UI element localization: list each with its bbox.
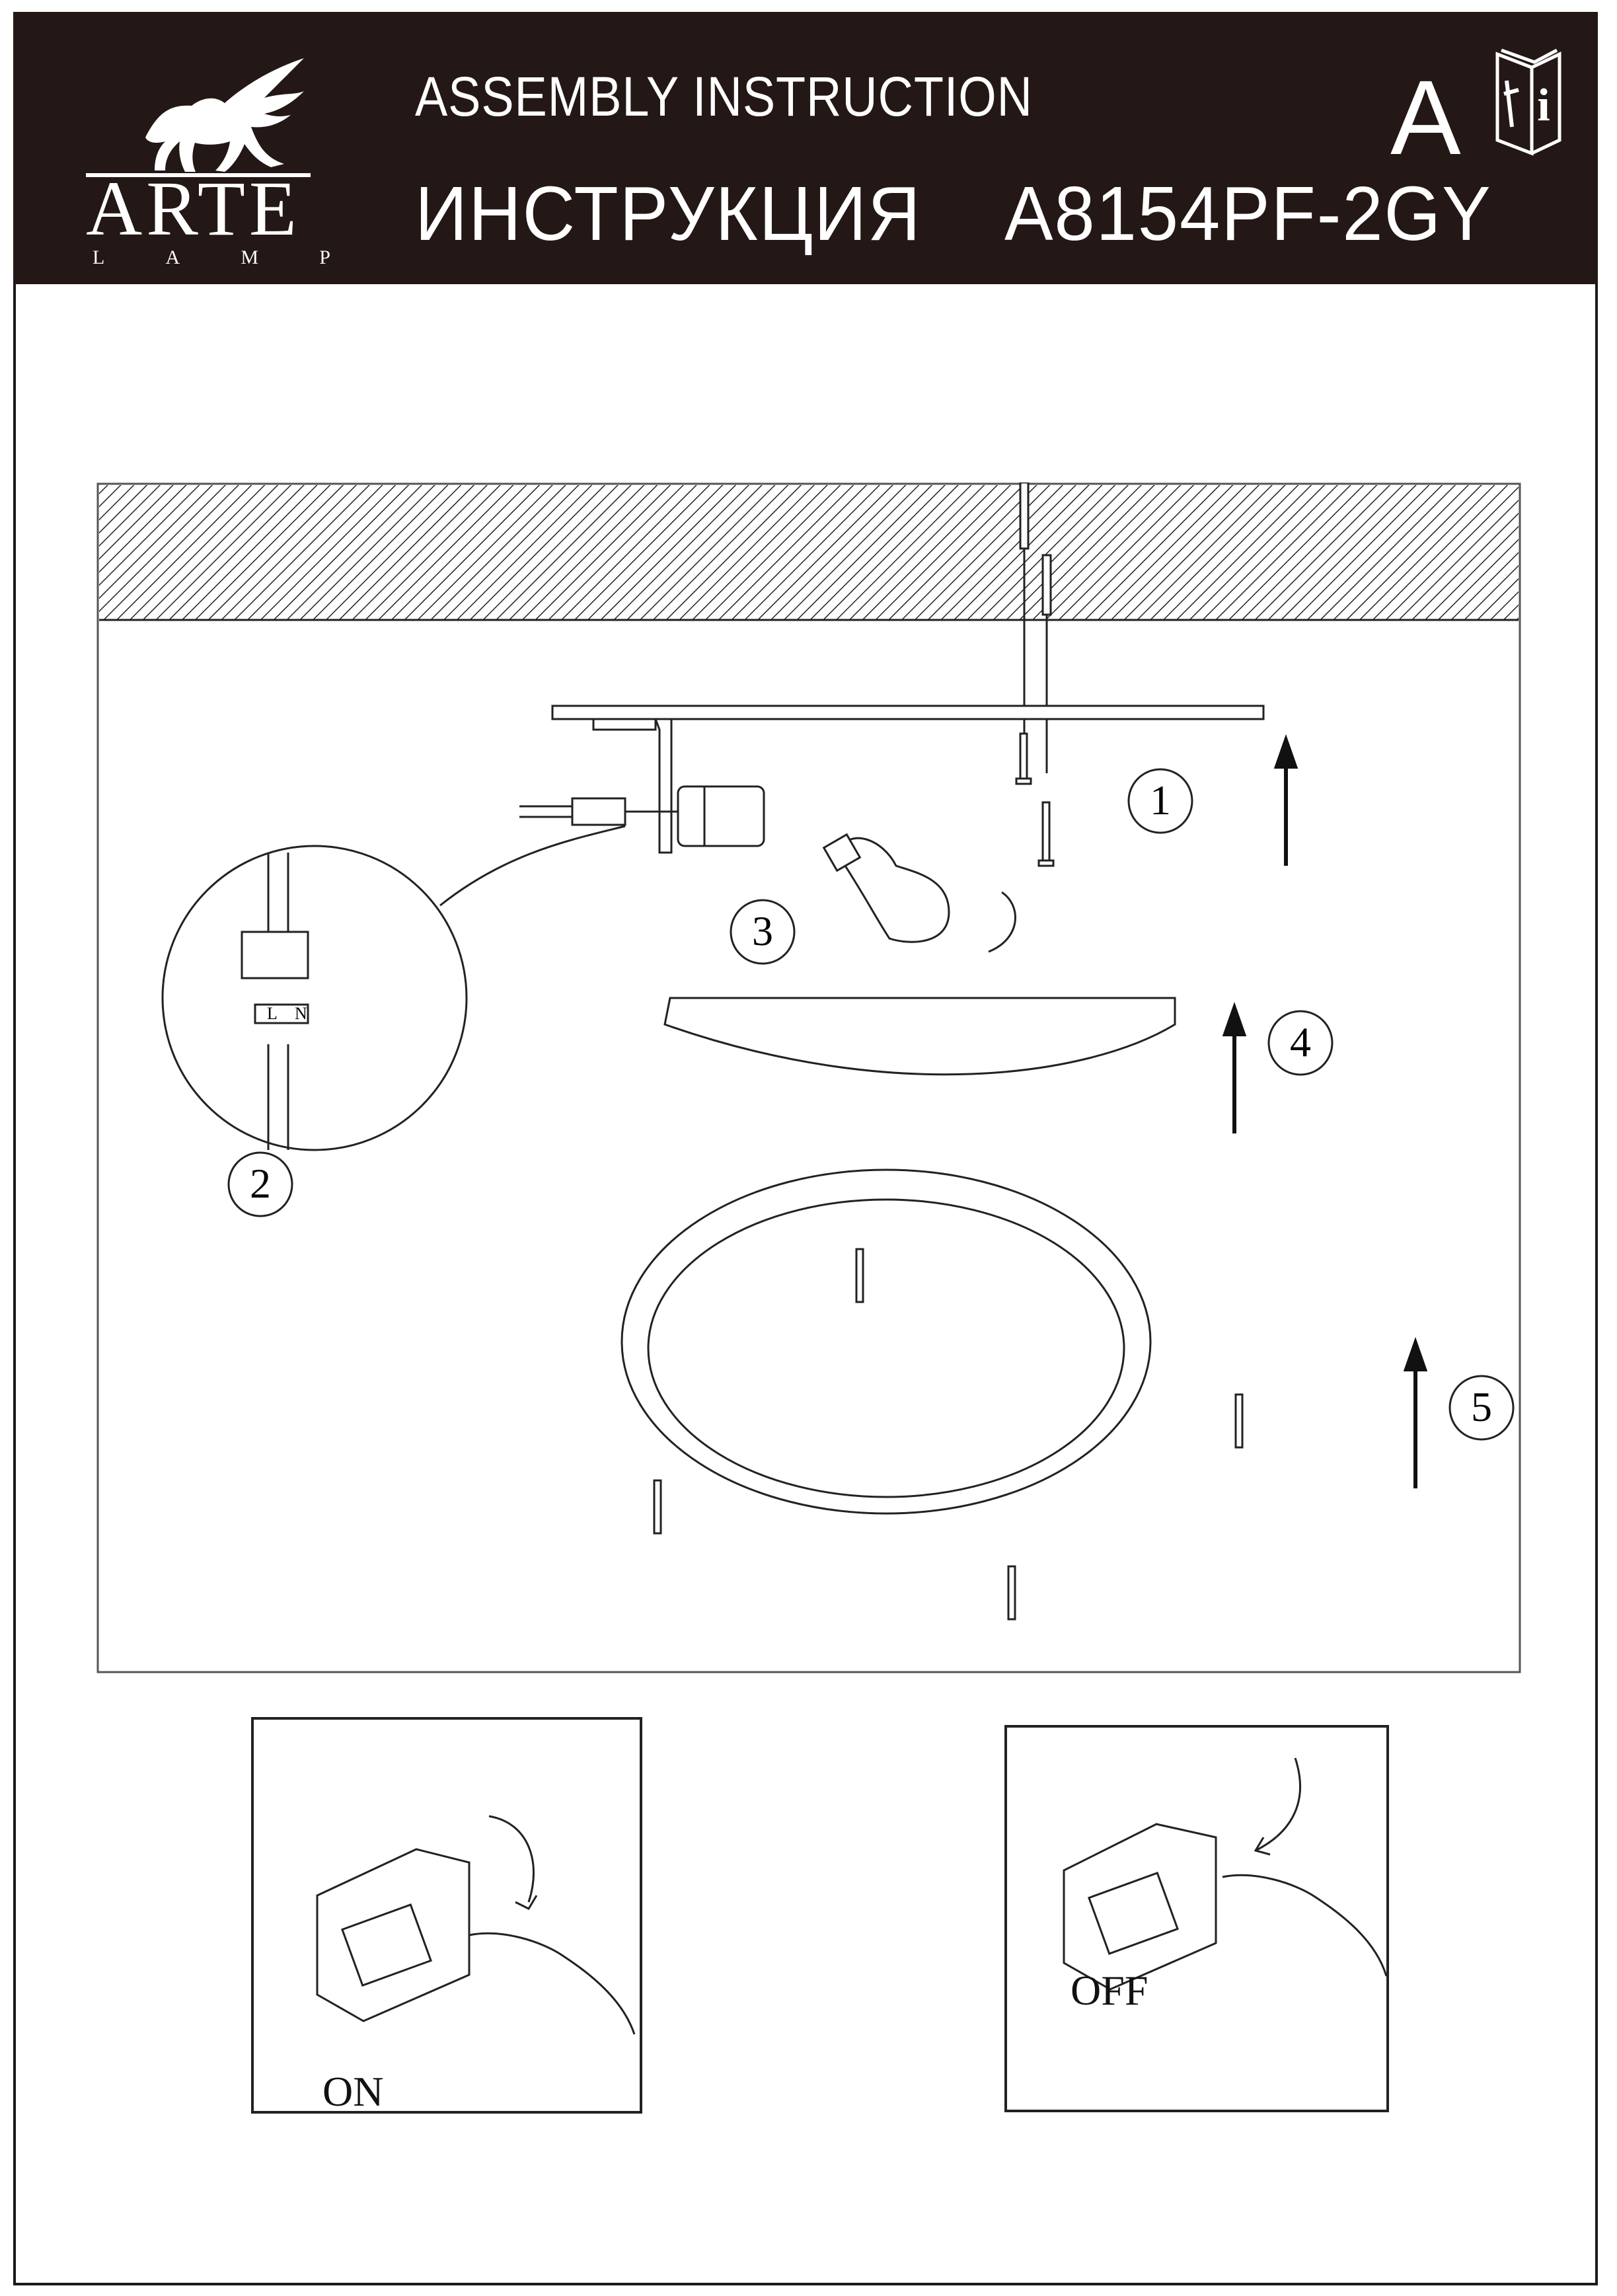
title-russian: ИНСТРУКЦИЯ (415, 171, 922, 256)
step-2: 2 (250, 1160, 271, 1207)
step-4: 4 (1290, 1018, 1311, 1065)
brand-sub-letter: M (241, 247, 259, 268)
brand-name: ARTE (86, 165, 301, 252)
step-1: 1 (1150, 777, 1171, 823)
terminal-mark-l: L (267, 1004, 278, 1023)
switch-off-panel (1004, 1725, 1389, 2112)
brand-sub-letter: P (319, 247, 330, 268)
shade-screws (653, 1248, 1244, 1621)
terminal-block (519, 797, 678, 826)
on-label: ON (322, 2068, 384, 2115)
canopy-plate (663, 997, 1176, 1076)
rotate-arrow (988, 891, 1016, 953)
glass-shade (620, 1168, 1152, 1515)
ceiling-hatching (99, 485, 1519, 620)
wall-plugs (1019, 482, 1052, 773)
svg-text:i: i (1537, 80, 1550, 131)
step-circles (227, 768, 1515, 1441)
diagram-frame (96, 482, 1521, 1673)
upward-arrows (1222, 734, 1428, 1488)
screws (1015, 732, 1055, 867)
brand-subtitle: L A M P (93, 247, 330, 269)
step-5: 5 (1471, 1383, 1492, 1430)
step-3: 3 (752, 907, 773, 954)
model-code: A8154PF-2GY (1004, 171, 1492, 256)
switch-on-panel (251, 1717, 642, 2114)
off-label: OFF (1071, 1967, 1148, 2014)
mounting-bracket (551, 705, 1265, 854)
header-banner: ARTE L A M P ASSEMBLY INSTRUCTION ИНСТРУ… (13, 12, 1598, 284)
light-bulb (822, 833, 950, 943)
assembly-diagram: L N 1 2 3 4 5 (96, 482, 1521, 1673)
wiring-detail (161, 825, 626, 1151)
brand-sub-letter: L (93, 247, 105, 268)
title-english: ASSEMBLY INSTRUCTION (415, 65, 1033, 128)
brand-sub-letter: A (165, 247, 180, 268)
manual-info-icon: i (1495, 48, 1561, 156)
winged-lion-logo-icon (86, 58, 311, 177)
section-letter: A (1390, 58, 1461, 176)
terminal-mark-n: N (295, 1004, 307, 1023)
lamp-holder (677, 785, 765, 847)
